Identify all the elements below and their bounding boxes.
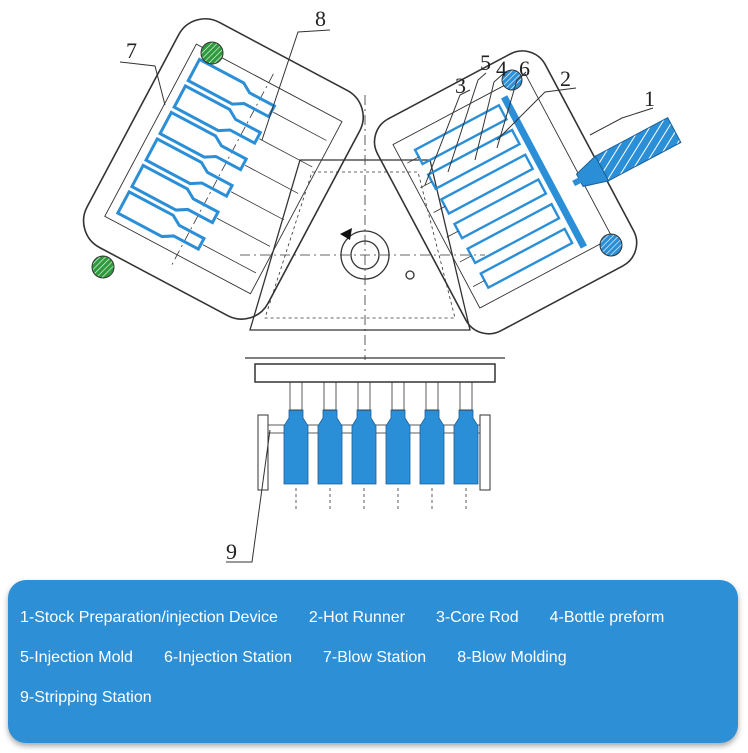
legend-row-1: 1-Stock Preparation/injection Device 2-H… [20,598,738,638]
blue-pillar-bottom [599,233,623,257]
bottles [283,409,479,485]
callout-1: 1 [644,86,655,111]
hot-runner-bar [500,95,587,249]
blow-molds [115,57,277,252]
legend-panel: 1-Stock Preparation/injection Device 2-H… [8,580,738,743]
legend-item-3: 3-Core Rod [435,609,519,626]
callout-4: 4 [496,56,507,81]
legend-item-9: 9-Stripping Station [20,689,152,706]
callout-3: 3 [455,73,466,98]
blue-pillar-top [501,69,523,91]
legend-item-7: 7-Blow Station [323,649,427,666]
legend-row-3: 9-Stripping Station [20,678,738,718]
legend-item-8: 8-Blow Molding [457,649,567,666]
green-pillar-top [200,41,224,65]
legend-item-6: 6-Injection Station [163,649,293,666]
injection-station [373,50,638,335]
callout-7: 7 [126,38,137,63]
legend-item-4: 4-Bottle preform [549,609,665,626]
legend-item-2: 2-Hot Runner [308,609,405,626]
legend-item-1: 1-Stock Preparation/injection Device [20,609,278,626]
legend-row-2: 5-Injection Mold 6-Injection Station 7-B… [20,638,738,678]
leader-lines [119,29,654,563]
legend-item-5: 5-Injection Mold [20,649,133,666]
stripping-station [245,357,505,510]
injection-device [572,116,682,187]
callout-2: 2 [560,66,571,91]
blow-station [82,18,364,320]
callout-9: 9 [226,539,237,564]
callout-6: 6 [519,56,530,81]
green-pillar-bottom [91,255,115,279]
callout-5: 5 [480,50,491,75]
callout-8: 8 [315,6,326,31]
turret [240,95,485,360]
injection-blow-molding-diagram: 1 2 3 4 5 6 7 8 9 [82,6,682,564]
rotation-arrow [340,228,352,240]
